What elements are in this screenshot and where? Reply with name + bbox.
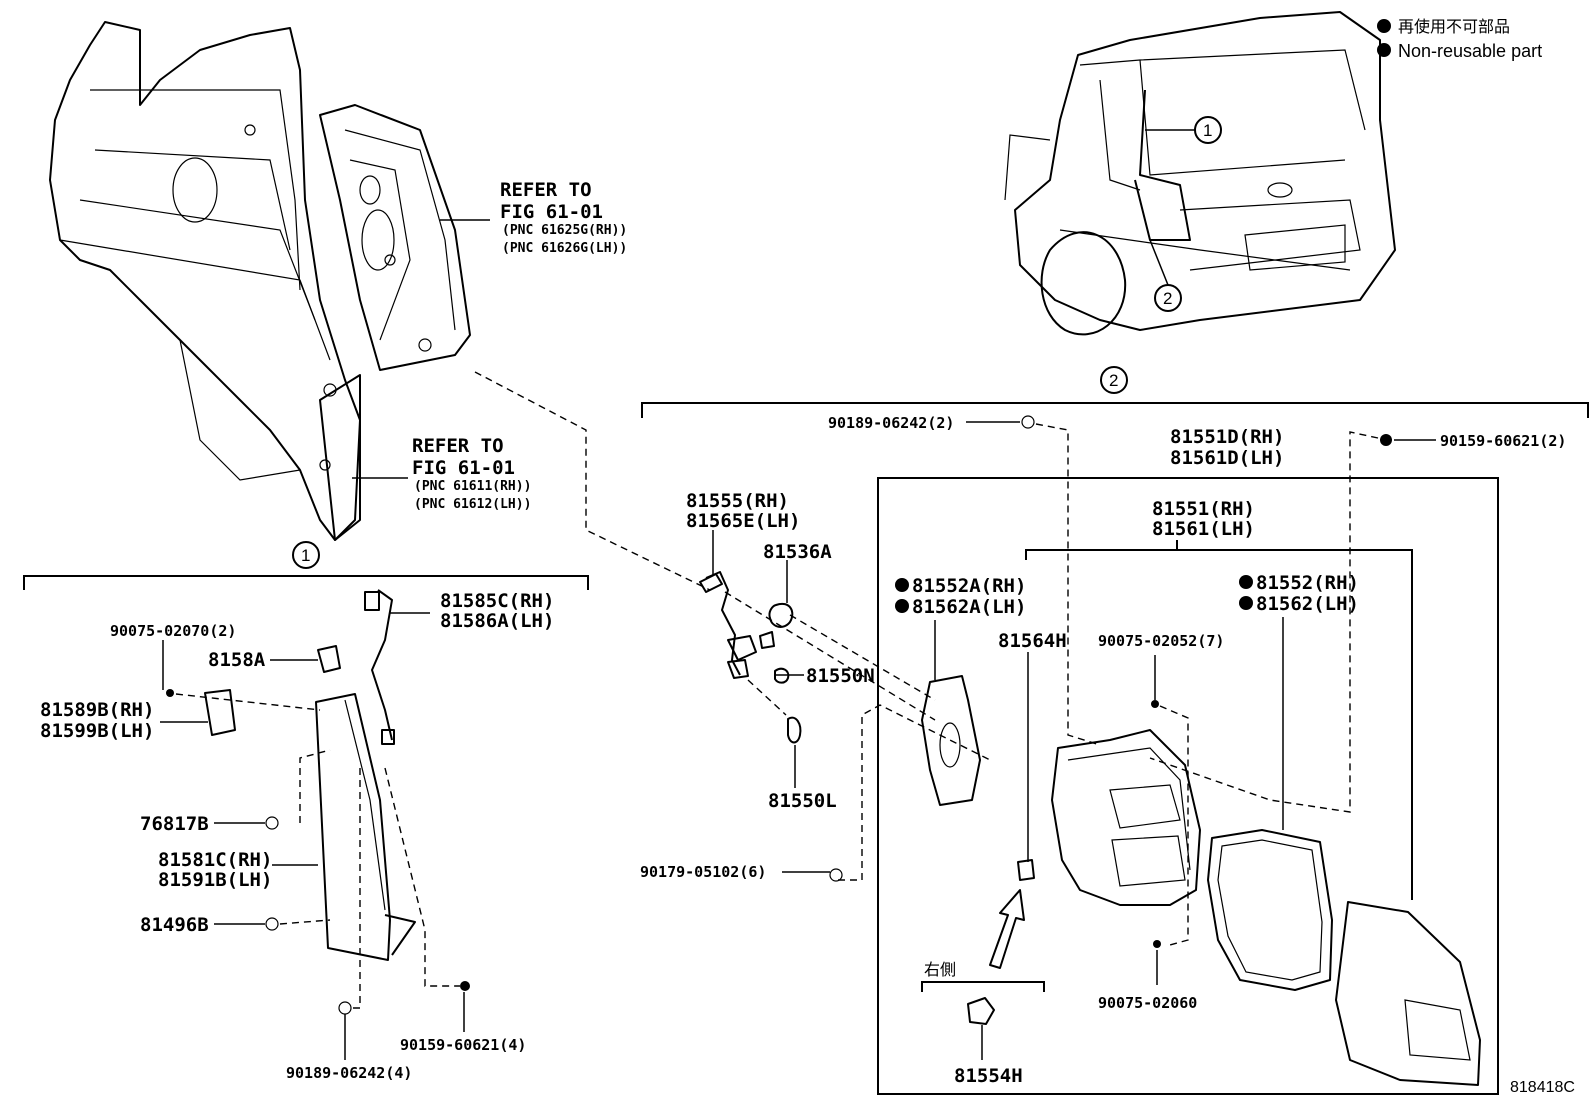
label-90159-60621-4: 90159-60621(4) (400, 1036, 526, 1054)
label-81581c: 81581C(RH) (158, 849, 272, 871)
label-81555: 81555(RH) (686, 490, 789, 512)
ref-upper-line2: FIG 61-01 (500, 201, 603, 223)
group-1-bracket (23, 575, 589, 590)
tail-lamp-lens-drawing (1335, 901, 1481, 1086)
ref-upper-line1: REFER TO (500, 179, 592, 201)
callout-1-group: 1 (292, 541, 320, 569)
ref-lower-line4: (PNC 61612(LH)) (414, 497, 531, 512)
dashed-line (350, 768, 361, 1009)
seal-drawing (1207, 829, 1333, 991)
dashed-line (747, 679, 787, 716)
ref-upper-line4: (PNC 61626G(LH)) (502, 241, 627, 256)
label-81552a: 81552A(RH) (912, 575, 1026, 597)
label-81550l: 81550L (768, 790, 837, 812)
dashed-line (1159, 705, 1189, 946)
svg-text:1: 1 (301, 546, 310, 565)
legend: 再使用不可部品 Non-reusable part (1377, 17, 1542, 61)
non-reusable-bullet-icon (895, 578, 909, 592)
label-81552: 81552(RH) (1256, 572, 1359, 594)
label-81550n: 81550N (806, 665, 875, 687)
label-90189-06242-2: 90189-06242(2) (828, 414, 954, 432)
group-2-bracket (641, 402, 1589, 418)
dashed-line (789, 614, 936, 701)
cap-drawing (967, 997, 995, 1025)
legend-japanese: 再使用不可部品 (1398, 17, 1510, 36)
dashed-line (384, 767, 460, 987)
quarter-panel-drawing (49, 21, 471, 541)
label-90075-02052: 90075-02052(7) (1098, 632, 1224, 650)
callout-2-group: 2 (1100, 366, 1128, 394)
socket-bulb-drawing (699, 571, 802, 744)
tail-lamp-drawing (1051, 729, 1201, 906)
label-90075-02060: 90075-02060 (1098, 994, 1197, 1012)
callout-1-vehicle: 1 (1194, 116, 1222, 144)
dashed-line (1035, 423, 1101, 746)
leader-line (1149, 239, 1169, 286)
screw-icon (1380, 434, 1392, 446)
lamp-unit-bracket (1025, 549, 1413, 900)
non-reusable-bullet-icon (1239, 596, 1253, 610)
screw-icon (1151, 700, 1159, 708)
reference-dashed-line (474, 371, 711, 591)
figure-number: 818418C (1510, 1079, 1575, 1096)
label-81562: 81562(LH) (1256, 593, 1359, 615)
label-81589b: 81589B(RH) (40, 699, 154, 721)
gasket-drawing (921, 675, 981, 806)
label-76817b: 76817B (140, 813, 209, 835)
label-90159-60621-2: 90159-60621(2) (1440, 432, 1566, 450)
label-81591b: 81591B(LH) (158, 869, 272, 891)
ref-upper-line3: (PNC 61625G(RH)) (502, 223, 627, 238)
dashed-line (175, 693, 321, 711)
dashed-line (724, 591, 936, 721)
screw-icon (1153, 940, 1161, 948)
non-reusable-bullet-icon (1239, 575, 1253, 589)
screw-icon (1021, 415, 1035, 429)
clip-drawing (1017, 859, 1035, 881)
legend-bullet-icon (1377, 19, 1391, 33)
ref-lower-line2: FIG 61-01 (412, 457, 515, 479)
label-90189-06242-4: 90189-06242(4) (286, 1064, 412, 1082)
label-81551d: 81551D(RH) (1170, 426, 1284, 448)
direction-arrow-icon (989, 889, 1025, 969)
legend-english: Non-reusable part (1398, 41, 1542, 61)
label-81496b: 81496B (140, 914, 209, 936)
dashed-line (1149, 431, 1379, 813)
svg-text:2: 2 (1109, 371, 1118, 390)
label-81554h: 81554H (954, 1065, 1023, 1087)
label-81565e: 81565E(LH) (686, 510, 800, 532)
label-81551: 81551(RH) (1152, 498, 1255, 520)
svg-text:2: 2 (1163, 289, 1172, 308)
callout-2-vehicle: 2 (1154, 284, 1182, 312)
dashed-line (838, 704, 991, 881)
label-81562a: 81562A(LH) (912, 596, 1026, 618)
non-reusable-bullet-icon (895, 599, 909, 613)
label-90075-02070: 90075-02070(2) (110, 622, 236, 640)
label-8158a: 8158A (208, 649, 266, 671)
lamp-assembly-box (877, 477, 1499, 1095)
ref-lower-line3: (PNC 61611(RH)) (414, 479, 531, 494)
label-81564h: 81564H (998, 630, 1067, 652)
label-81536a: 81536A (763, 541, 832, 563)
label-90179-05102: 90179-05102(6) (640, 863, 766, 881)
label-81586a: 81586A(LH) (440, 610, 554, 632)
label-81599b: 81599B(LH) (40, 720, 154, 742)
screw-icon (829, 868, 843, 882)
dashed-line (299, 749, 331, 823)
label-right-side: 右側 (924, 960, 956, 979)
label-81585c: 81585C(RH) (440, 590, 554, 612)
svg-text:1: 1 (1203, 121, 1212, 140)
right-side-bracket (921, 981, 1045, 992)
dashed-line (279, 919, 331, 925)
group-1-parts (166, 589, 470, 1015)
vehicle-rear-drawing (1004, 11, 1396, 336)
label-81561d: 81561D(LH) (1170, 447, 1284, 469)
ref-lower-line1: REFER TO (412, 435, 504, 457)
label-81561: 81561(LH) (1152, 518, 1255, 540)
